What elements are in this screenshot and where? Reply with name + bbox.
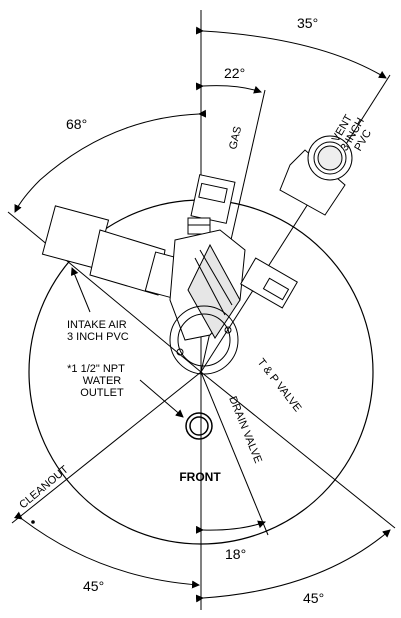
burner-flange (169, 305, 239, 375)
intake-leader (70, 267, 91, 313)
label-gas: GAS (227, 125, 244, 150)
angle-label-drain: 18° (225, 546, 246, 562)
label-water-line1: *1 1/2" NPT (67, 363, 125, 375)
intake-pipe (41, 205, 184, 299)
water-outlet (185, 412, 213, 440)
arc-68 (14, 109, 207, 213)
vent-line (200, 74, 391, 373)
arc-45-left (14, 511, 200, 589)
arc-22 (195, 82, 262, 94)
label-intake-line1: INTAKE AIR (67, 319, 127, 331)
angle-label-vent: 35° (297, 15, 318, 31)
label-front: FRONT (179, 470, 221, 484)
cleanout-line (11, 371, 202, 524)
water-leader (139, 379, 184, 418)
cleanout-dot (31, 520, 35, 524)
label-intake-line2: 3 INCH PVC (67, 331, 129, 343)
label-water-line3: OUTLET (80, 387, 124, 399)
gas-valve (187, 174, 236, 235)
leader-arrows (70, 267, 184, 418)
label-vent: VENT 3 INCH PVC (330, 113, 374, 154)
vent-connection (279, 135, 353, 216)
label-cleanout: CLEANOUT (17, 463, 71, 511)
arc-35 (195, 26, 387, 79)
arc-18 (195, 520, 266, 534)
angle-label-cleanout: 45° (83, 578, 104, 594)
drain-valve-line (200, 371, 269, 536)
angle-label-intake: 68° (66, 116, 87, 132)
label-drain-valve: DRAIN VALVE (226, 395, 264, 465)
label-water-line2: WATER (83, 375, 122, 387)
angle-label-tp-valve: 45° (303, 590, 324, 606)
intake-line (7, 211, 202, 373)
label-tp-valve: T & P VALVE (255, 356, 304, 414)
arc-45-right (195, 529, 391, 603)
angle-arcs (14, 26, 391, 603)
tp-valve-line (200, 371, 396, 529)
angle-label-gas: 22° (224, 65, 245, 81)
